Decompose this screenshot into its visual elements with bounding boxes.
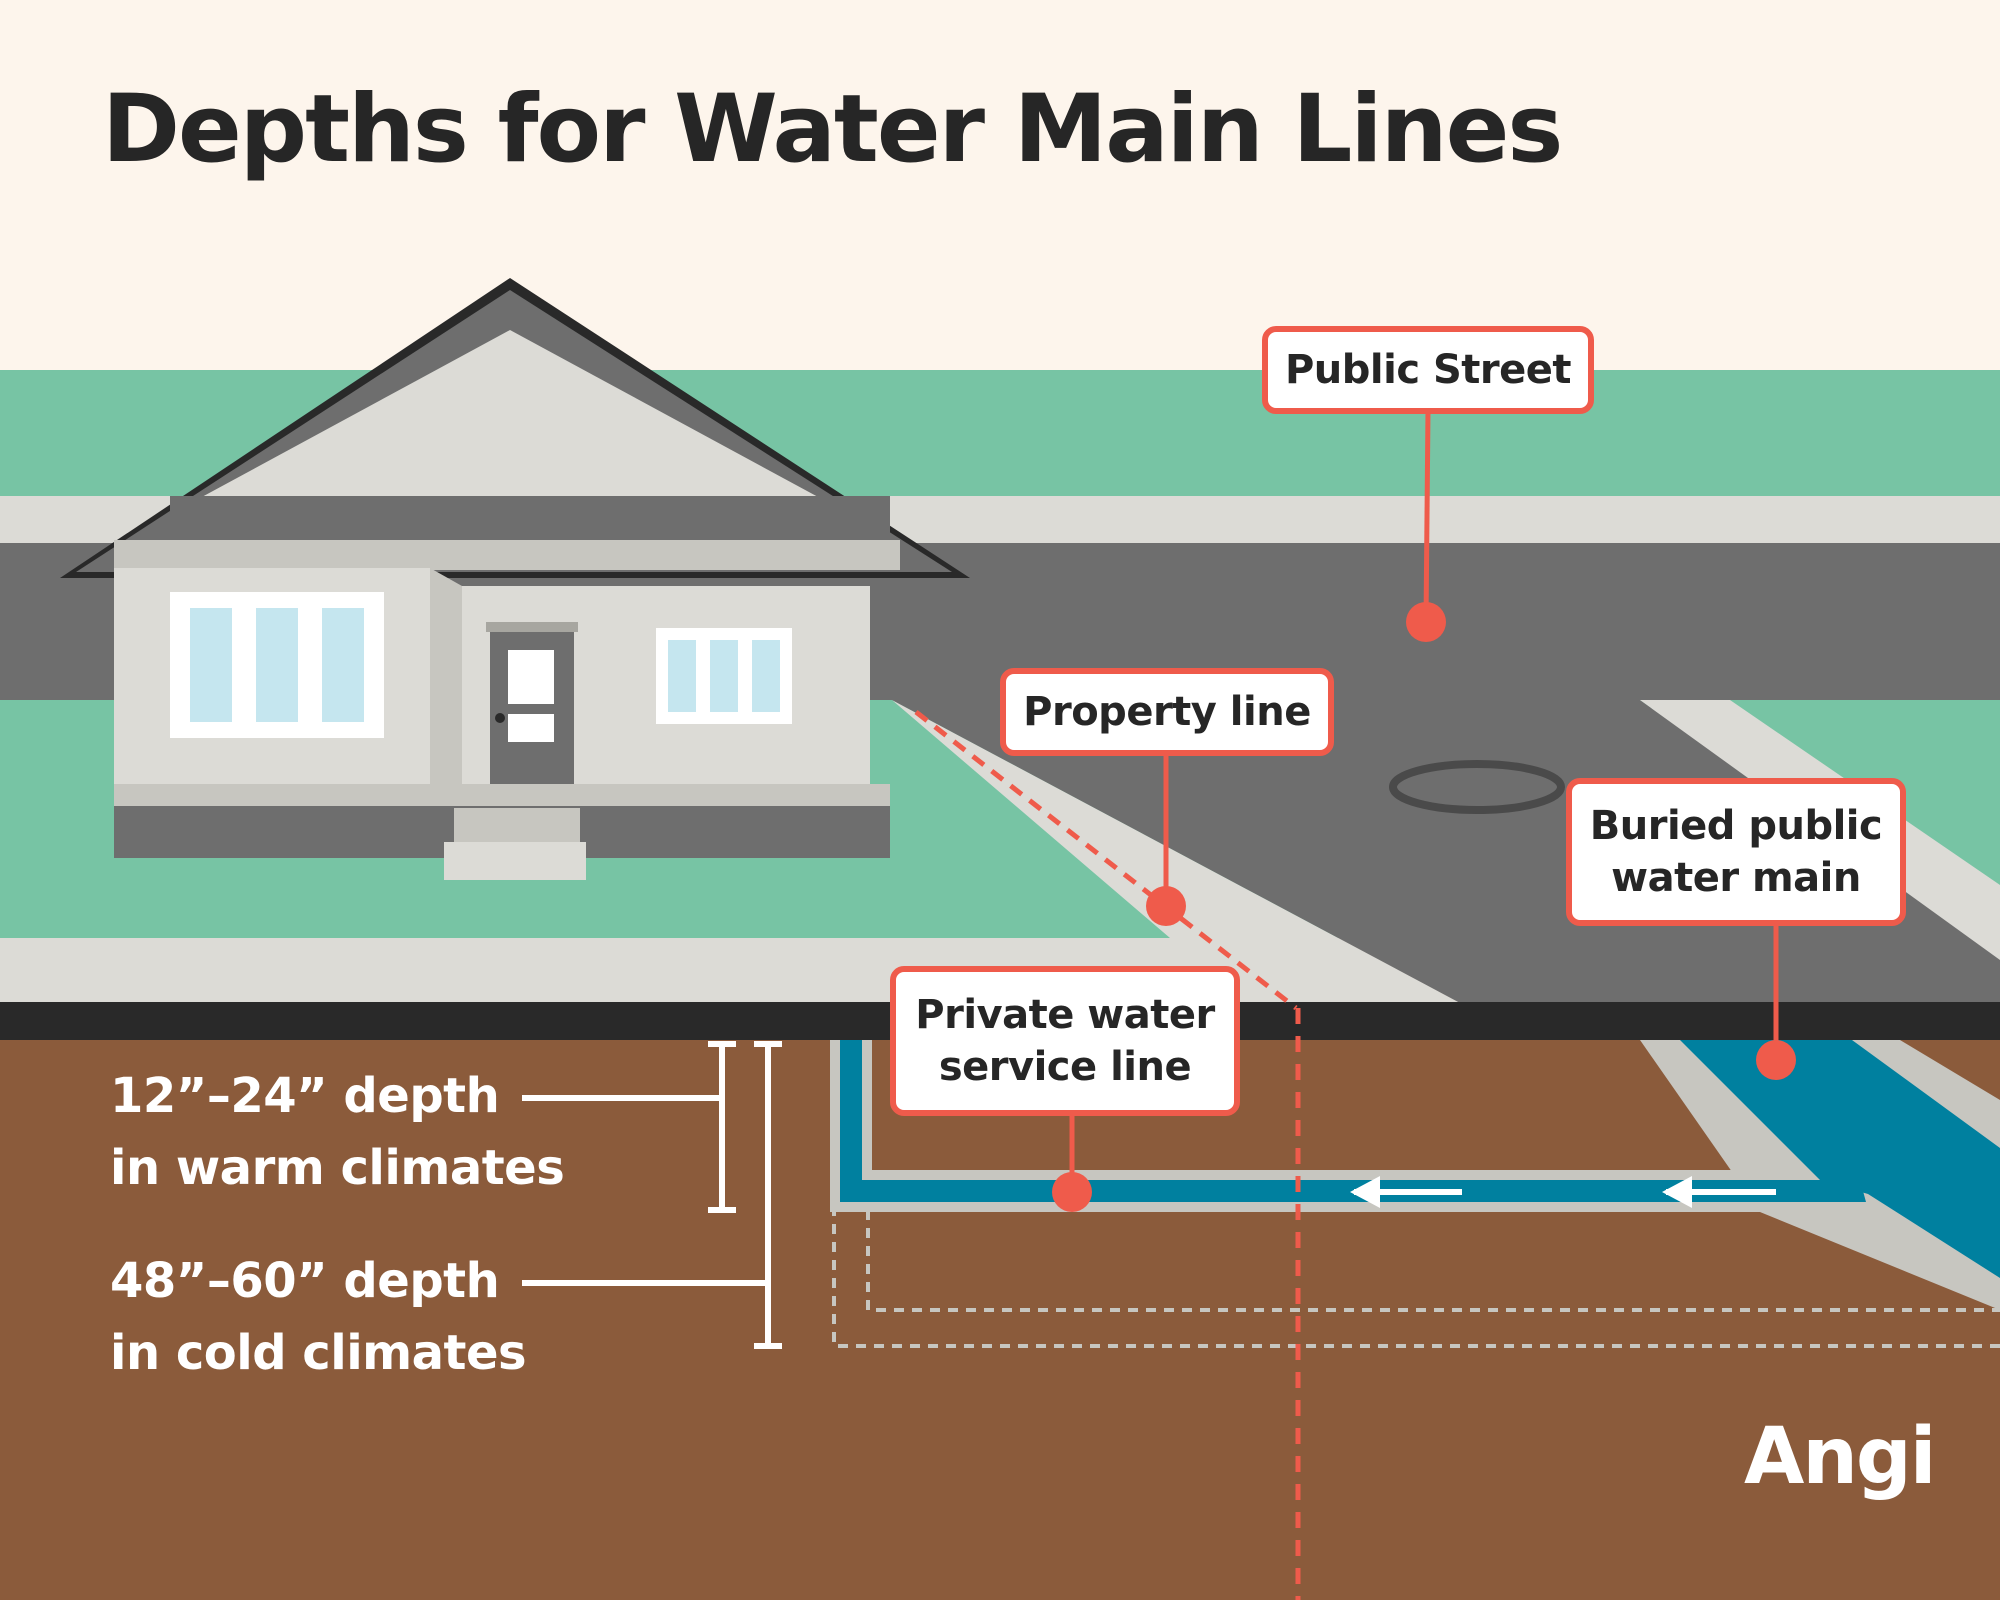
callout-water-main: Buried public water main	[1566, 778, 1906, 926]
depth-label-warm: 12”–24” depth in warm climates	[110, 1068, 565, 1196]
depth-label-cold: 48”–60” depth in cold climates	[110, 1253, 527, 1381]
step	[454, 808, 580, 842]
marker-property-line	[1146, 886, 1186, 926]
flow-arrow-icon	[1350, 1176, 1380, 1208]
door-window	[508, 714, 554, 742]
callout-public-street: Public Street	[1262, 326, 1594, 414]
callout-property-line: Property line	[1000, 668, 1334, 756]
house-gable	[200, 330, 820, 498]
private-water-service-line	[840, 1040, 1866, 1202]
flow-arrow-icon	[1662, 1176, 1692, 1208]
house-fascia	[114, 540, 900, 570]
house	[60, 278, 970, 880]
window-pane	[710, 640, 738, 712]
house-ledge	[114, 784, 890, 808]
driveway-road	[892, 700, 2000, 1003]
sky	[0, 0, 2000, 372]
window-pane	[668, 640, 696, 712]
house-porch-roof	[170, 496, 890, 540]
door-knob	[495, 713, 505, 723]
angi-logo: Angi	[1744, 1412, 1936, 1502]
callout-service-line: Private water service line	[890, 966, 1240, 1116]
depth-brackets	[522, 1041, 782, 1349]
house-wall-shadow	[430, 568, 462, 808]
property-line-surface	[914, 710, 1298, 1010]
window-pane	[752, 640, 780, 712]
marker-service-line	[1052, 1172, 1092, 1212]
marker-water-main	[1756, 1040, 1796, 1080]
manhole-cover	[1389, 760, 1565, 814]
window-pane	[256, 608, 298, 722]
leader-public-street	[1423, 409, 1431, 623]
door-lintel	[486, 622, 578, 632]
door-window	[508, 650, 554, 704]
pipes	[830, 1040, 2000, 1348]
cold-depth-outline-inner	[866, 1210, 2000, 1312]
page-title: Depths for Water Main Lines	[102, 75, 1563, 184]
buried-public-water-main	[1680, 1040, 2000, 1278]
window-pane	[190, 608, 232, 722]
soil	[0, 1040, 2000, 1600]
step	[444, 842, 586, 880]
marker-public-street	[1406, 602, 1446, 642]
window-pane	[322, 608, 364, 722]
